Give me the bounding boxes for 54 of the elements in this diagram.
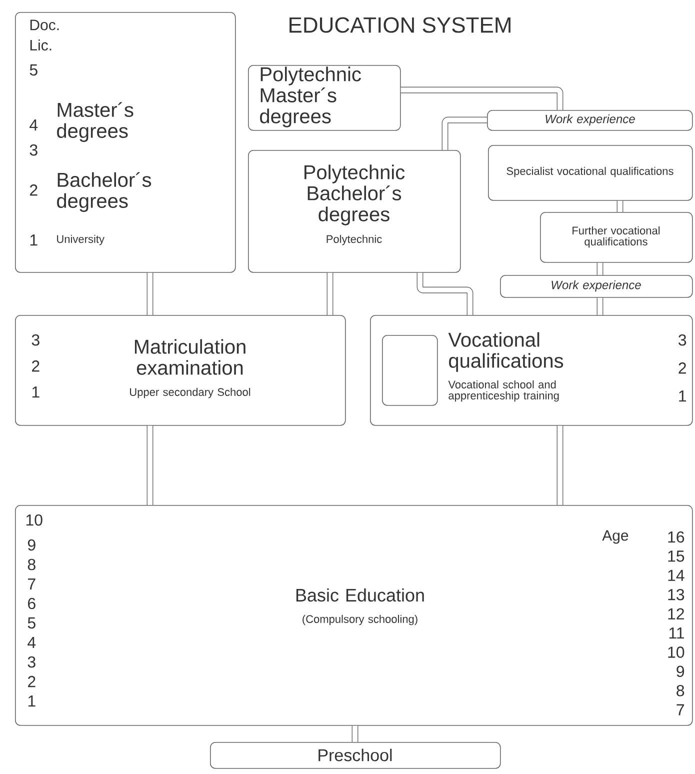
- year-number: 3: [30, 144, 38, 156]
- pipe-connector: [416, 272, 474, 315]
- abbreviation: Doc.: [30, 20, 59, 30]
- year-number: 2: [30, 184, 38, 196]
- age-label: Age: [602, 530, 628, 544]
- year-number: 10: [26, 514, 42, 526]
- empty-box: [382, 335, 438, 406]
- year-number: 9: [28, 539, 36, 551]
- title: EDUCATION SYSTEM: [290, 17, 510, 33]
- pipe-connector: [442, 116, 487, 150]
- year-number: 3: [678, 334, 686, 346]
- year-number: 11: [669, 628, 684, 638]
- education-box: Work experience: [500, 275, 693, 298]
- year-number: 8: [676, 684, 684, 696]
- pipe-connector: [556, 426, 564, 505]
- pipe-connector: [596, 262, 604, 275]
- education-box: Polytechnic Bachelor´s degrees Polytechnic: [248, 150, 461, 273]
- pipe-connector: [146, 426, 154, 505]
- year-number: 8: [28, 558, 36, 570]
- year-number: 2: [678, 362, 686, 374]
- year-number: 10: [668, 646, 684, 658]
- year-number: 4: [30, 120, 38, 130]
- pipe-connector: [616, 200, 624, 212]
- year-number: 13: [668, 588, 684, 600]
- pipe-connector: [146, 272, 154, 315]
- year-number: 7: [28, 578, 36, 590]
- year-number: 5: [30, 64, 38, 76]
- pipe-connector: [352, 726, 358, 742]
- year-number: 1: [30, 234, 38, 246]
- year-number: 1: [28, 696, 36, 706]
- year-number: 1: [32, 386, 40, 398]
- abbreviation: Lic.: [30, 40, 52, 50]
- year-number: 1: [679, 390, 686, 402]
- year-number: 14: [668, 570, 684, 581]
- year-number: 16: [668, 531, 684, 543]
- year-number: 12: [668, 608, 684, 620]
- year-number: 15: [668, 550, 684, 562]
- year-number: 2: [28, 676, 36, 688]
- year-number: 4: [28, 637, 36, 648]
- year-number: 7: [676, 704, 684, 716]
- pipe-connector: [326, 272, 334, 315]
- education-box: Specialist vocational qualifications: [488, 145, 693, 201]
- education-box: Work experience: [487, 110, 693, 131]
- year-number: 6: [28, 598, 36, 610]
- education-box: Preschool: [210, 742, 501, 769]
- year-number: 3: [28, 656, 36, 668]
- year-number: 2: [32, 360, 40, 372]
- year-number: 3: [32, 334, 40, 346]
- pipe-connector: [400, 86, 564, 110]
- education-box: Further vocational qualifications: [540, 212, 693, 263]
- year-number: 9: [676, 666, 684, 678]
- pipe-connector: [596, 298, 604, 315]
- year-number: 5: [28, 617, 36, 629]
- education-box: Polytechnic Master´s degrees: [248, 65, 401, 131]
